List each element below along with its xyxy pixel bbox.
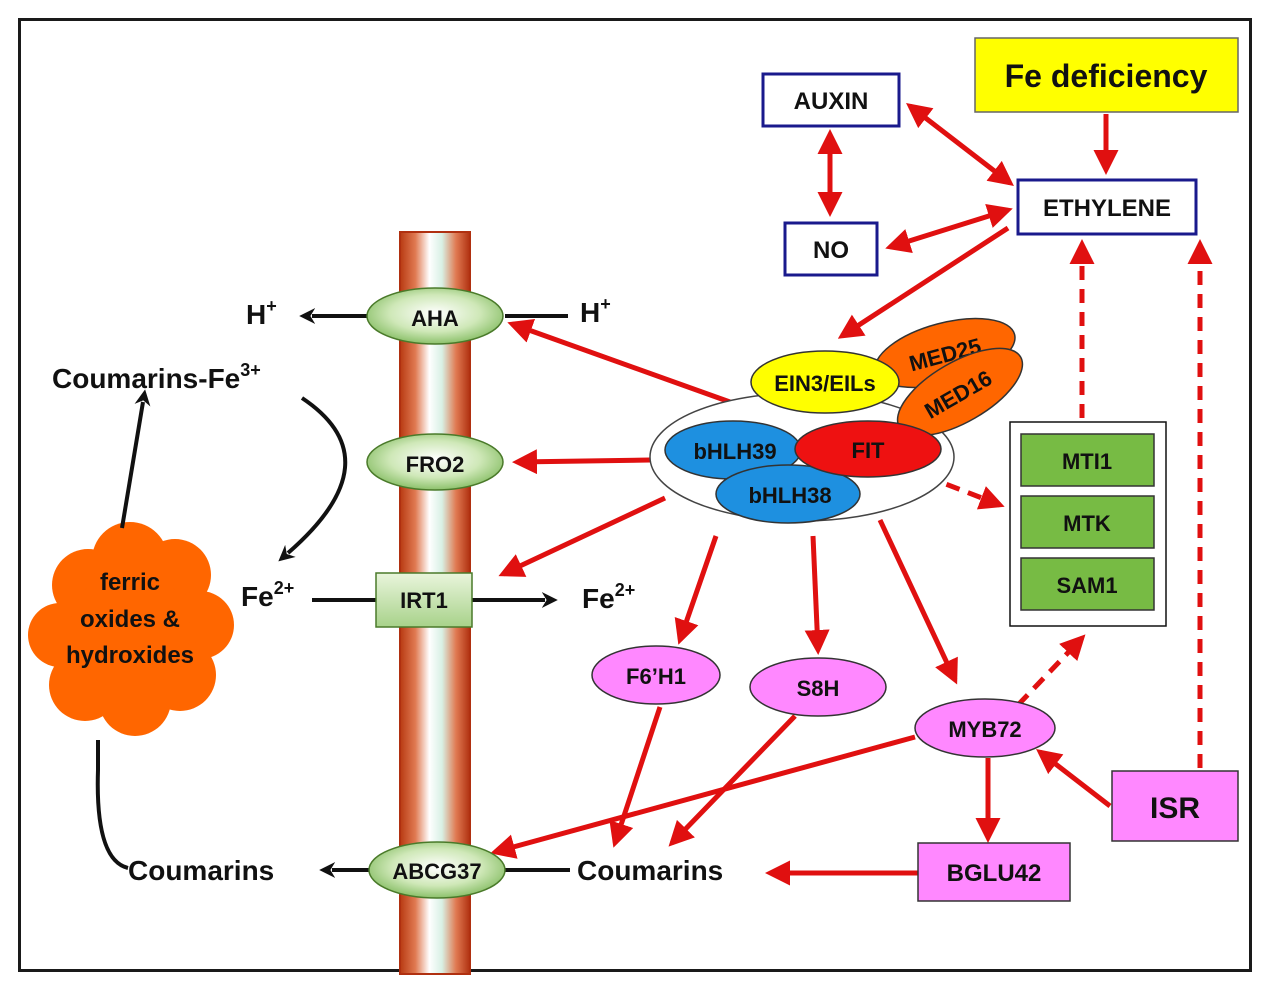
diagram-frame bbox=[18, 18, 1252, 972]
cloud-to-coumarins-fe-arrow bbox=[120, 389, 151, 529]
myb72-to-abcg37-arrow bbox=[490, 734, 916, 859]
s8h-label: S8H bbox=[797, 676, 840, 701]
isr-box bbox=[1111, 770, 1239, 842]
h-left-label: H+ bbox=[246, 296, 277, 330]
fe-deficiency-box bbox=[974, 37, 1239, 113]
ethylene-to-ein3-arrow bbox=[837, 225, 1010, 339]
sam1-box bbox=[1020, 557, 1155, 611]
myb72-node bbox=[914, 698, 1056, 758]
mti1-label: MTI1 bbox=[1062, 449, 1112, 474]
to-s8h-arrow bbox=[804, 535, 830, 655]
coumarins-inner-label: Coumarins bbox=[577, 855, 723, 886]
f6h1-to-coumarins-arrow bbox=[609, 706, 663, 848]
to-fro2-arrow bbox=[512, 449, 651, 475]
coumarins-fe3-label: Coumarins-Fe3+ bbox=[52, 360, 261, 394]
s8h-to-coumarins-arrow bbox=[668, 714, 797, 847]
myb72-to-mti-dashed-arrow bbox=[1016, 634, 1086, 707]
ein3-label: EIN3/EILs bbox=[774, 371, 875, 396]
f6h1-node bbox=[591, 645, 721, 705]
f6h1-label: F6’H1 bbox=[626, 664, 686, 689]
ferric-label-line2: oxides & bbox=[80, 606, 180, 633]
fe-deficiency-label: Fe deficiency bbox=[1005, 58, 1208, 94]
bhlh38-node bbox=[715, 464, 861, 524]
to-f6h1-arrow bbox=[674, 535, 719, 645]
no-label: NO bbox=[813, 237, 849, 264]
irt1-transporter bbox=[375, 572, 473, 628]
ferric-oxides-cloud: ferric oxides & hydroxides bbox=[28, 522, 234, 736]
med16-node: MED16 bbox=[896, 347, 1024, 437]
fit-label: FIT bbox=[852, 438, 886, 463]
auxin-ethylene-arrow bbox=[906, 102, 1014, 187]
auxin-label: AUXIN bbox=[794, 88, 869, 115]
isr-label: ISR bbox=[1150, 792, 1200, 825]
bglu42-box bbox=[917, 842, 1071, 902]
mtk-label: MTK bbox=[1063, 511, 1111, 536]
ferric-label-line1: ferric bbox=[100, 569, 160, 596]
coumarin-cloud-line bbox=[95, 740, 129, 870]
mti1-box bbox=[1020, 433, 1155, 487]
ethylene-box bbox=[1016, 178, 1198, 236]
bhlh39-label: bHLH39 bbox=[693, 439, 776, 464]
bglu42-label: BGLU42 bbox=[947, 860, 1042, 887]
irt1-label: IRT1 bbox=[400, 588, 448, 613]
bhlh38-label: bHLH38 bbox=[748, 483, 831, 508]
h-right-label: H+ bbox=[580, 294, 611, 328]
auxin-box bbox=[761, 72, 901, 128]
to-aha-arrow bbox=[507, 318, 731, 405]
coumarins-outer-label: Coumarins bbox=[128, 855, 274, 886]
s8h-node bbox=[749, 657, 887, 717]
ferric-label-line3: hydroxides bbox=[66, 642, 194, 669]
fro2-label: FRO2 bbox=[406, 452, 465, 477]
fro2-reductase bbox=[366, 433, 504, 491]
to-irt1-arrow bbox=[498, 495, 667, 577]
fe2-left-label: Fe2+ bbox=[241, 578, 294, 612]
fe2-right-label: Fe2+ bbox=[582, 580, 635, 614]
ethylene-label: ETHYLENE bbox=[1043, 195, 1171, 222]
aha-transporter bbox=[366, 287, 504, 345]
abcg37-transporter bbox=[368, 841, 506, 899]
abcg37-label: ABCG37 bbox=[392, 859, 481, 884]
no-ethylene-arrow bbox=[885, 204, 1013, 253]
to-myb72-arrow bbox=[877, 518, 958, 685]
fe-reduction-arrow bbox=[278, 396, 348, 562]
isr-to-myb72-arrow bbox=[1036, 748, 1112, 808]
sam1-label: SAM1 bbox=[1056, 573, 1117, 598]
mtk-box bbox=[1020, 495, 1155, 549]
ein3-node bbox=[750, 350, 900, 414]
myb72-label: MYB72 bbox=[948, 717, 1021, 742]
aha-label: AHA bbox=[411, 306, 459, 331]
no-box bbox=[783, 221, 879, 277]
fit-node bbox=[794, 420, 942, 478]
